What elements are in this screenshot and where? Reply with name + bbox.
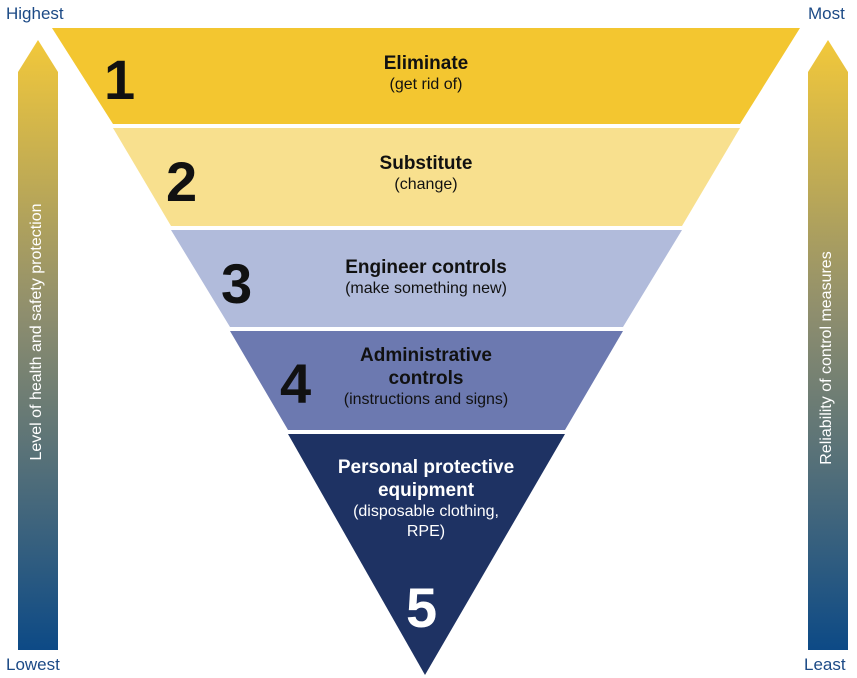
tier-5-subtitle-line2: RPE) [406,523,446,540]
tier-4-label: Administrative controls (instructions an… [306,344,546,410]
tier-2-label: Substitute (change) [326,152,526,195]
tier-3-number: 3 [221,252,253,315]
tier-4-title-line2: controls [388,368,464,389]
tier-3-label: Engineer controls (make something new) [296,256,556,299]
tier-2-title: Substitute [379,153,473,174]
tier-5-number: 5 [406,576,438,639]
tier-1-label: Eliminate (get rid of) [326,52,526,95]
tier-1-subtitle: (get rid of) [389,76,463,93]
tier-3-subtitle: (make something new) [345,280,507,297]
left-arrow-label: Level of health and safety protection [28,203,45,461]
tier-4-band [230,331,623,430]
tier-2-subtitle: (change) [394,176,458,193]
tier-1-band [52,28,800,124]
tier-1-number: 1 [104,48,136,111]
left-top-label: Highest [6,4,64,23]
tier-5-label: Personal protective equipment (disposabl… [306,456,546,542]
left-axis-arrow [18,40,58,650]
left-bottom-label: Lowest [6,655,60,674]
tier-2-band [113,128,740,226]
right-axis-arrow [808,40,848,650]
tier-1-title: Eliminate [383,53,469,74]
tier-3-band [171,230,682,327]
tier-3-title: Engineer controls [345,257,507,278]
tier-4-number: 4 [280,352,312,415]
right-bottom-label: Least [804,655,846,674]
tier-5-title-line1: Personal protective [337,457,515,478]
right-arrow-label: Reliability of control measures [818,251,835,465]
tier-2-number: 2 [166,150,198,213]
tier-5-subtitle-line1: (disposable clothing, [353,503,499,520]
tier-4-subtitle: (instructions and signs) [343,391,509,408]
tier-4-title-line1: Administrative [360,345,492,366]
tier-5-title-line2: equipment [377,480,475,501]
right-top-label: Most [808,4,845,23]
tier-5-band [288,434,565,675]
